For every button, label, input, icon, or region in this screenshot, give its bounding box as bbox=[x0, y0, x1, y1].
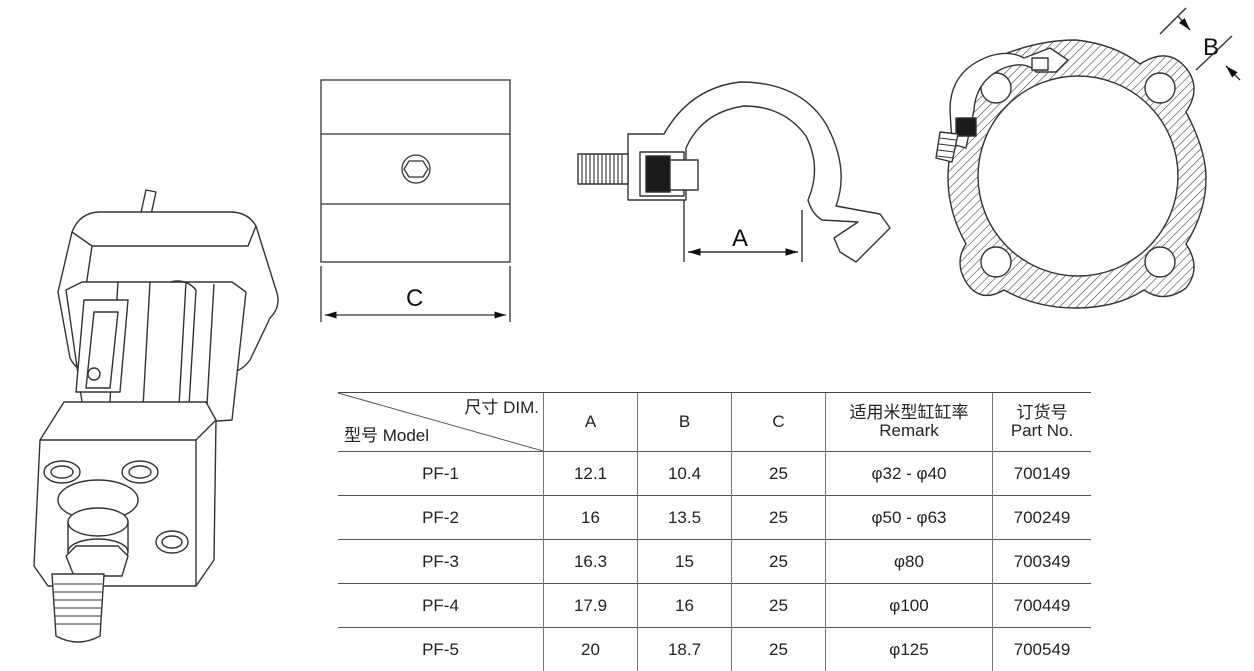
cell-remark: φ50 - φ63 bbox=[826, 496, 993, 540]
cell-part-no: 700449 bbox=[993, 584, 1092, 628]
dimension-label-c: C bbox=[406, 285, 423, 312]
cell-remark: φ100 bbox=[826, 584, 993, 628]
cell-c: 25 bbox=[732, 628, 826, 671]
cell-remark: φ125 bbox=[826, 628, 993, 671]
header-dim: 尺寸 DIM. bbox=[464, 399, 539, 417]
cell-c: 25 bbox=[732, 452, 826, 496]
cell-model: PF-2 bbox=[338, 496, 544, 540]
cell-model: PF-5 bbox=[338, 628, 544, 671]
flange-section-drawing bbox=[936, 8, 1240, 308]
cell-b: 10.4 bbox=[638, 452, 732, 496]
cell-c: 25 bbox=[732, 540, 826, 584]
cell-a: 17.9 bbox=[544, 584, 638, 628]
cell-part-no: 700349 bbox=[993, 540, 1092, 584]
table-row: PF-1 12.1 10.4 25 φ32 - φ40 700149 bbox=[338, 452, 1091, 496]
cell-remark: φ32 - φ40 bbox=[826, 452, 993, 496]
cell-model: PF-4 bbox=[338, 584, 544, 628]
header-a: A bbox=[544, 393, 638, 452]
table-row: PF-5 20 18.7 25 φ125 700549 bbox=[338, 628, 1091, 671]
cell-a: 16.3 bbox=[544, 540, 638, 584]
dimension-label-a: A bbox=[732, 225, 748, 252]
dimension-label-b: B bbox=[1203, 34, 1219, 61]
cell-remark: φ80 bbox=[826, 540, 993, 584]
cell-b: 13.5 bbox=[638, 496, 732, 540]
cell-part-no: 700549 bbox=[993, 628, 1092, 671]
table-row: PF-4 17.9 16 25 φ100 700449 bbox=[338, 584, 1091, 628]
cell-b: 16 bbox=[638, 584, 732, 628]
cell-model: PF-3 bbox=[338, 540, 544, 584]
table-row: PF-2 16 13.5 25 φ50 - φ63 700249 bbox=[338, 496, 1091, 540]
cell-c: 25 bbox=[732, 584, 826, 628]
cell-a: 16 bbox=[544, 496, 638, 540]
header-b: B bbox=[638, 393, 732, 452]
header-c: C bbox=[732, 393, 826, 452]
cell-a: 12.1 bbox=[544, 452, 638, 496]
cell-a: 20 bbox=[544, 628, 638, 671]
cell-model: PF-1 bbox=[338, 452, 544, 496]
cell-b: 15 bbox=[638, 540, 732, 584]
cylinder-isometric-drawing bbox=[34, 190, 278, 642]
header-model: 型号 Model bbox=[344, 427, 429, 445]
table-row: PF-3 16.3 15 25 φ80 700349 bbox=[338, 540, 1091, 584]
header-corner-cell: 尺寸 DIM. 型号 Model bbox=[338, 393, 544, 452]
cell-c: 25 bbox=[732, 496, 826, 540]
cell-part-no: 700249 bbox=[993, 496, 1092, 540]
cell-part-no: 700149 bbox=[993, 452, 1092, 496]
cell-b: 18.7 bbox=[638, 628, 732, 671]
